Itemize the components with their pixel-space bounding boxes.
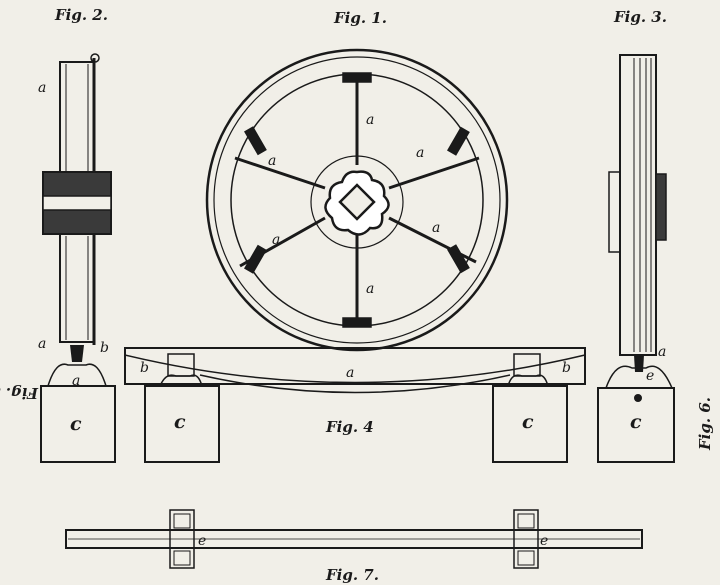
- fig7-plan-view: e e: [65, 509, 643, 569]
- fig1-wheel: a a a a a a: [205, 48, 509, 352]
- label-fig7-e-left: e: [198, 533, 206, 549]
- label-fig2-b: b: [100, 340, 109, 356]
- fig2-bracket: [46, 363, 108, 387]
- label-fig3-c: c: [630, 411, 642, 433]
- label-fig4-b-right: b: [562, 360, 571, 376]
- fig4-bar-assembly: b b a c c: [124, 347, 586, 463]
- label-fig4-b-left: b: [140, 360, 149, 376]
- caption-fig2: Fig. 2.: [54, 6, 108, 24]
- fig3-pivot: [634, 355, 644, 372]
- label-fig2-a-top: a: [38, 80, 46, 96]
- fig3-hatching: [633, 58, 652, 352]
- label-fig7-e-right: e: [540, 533, 548, 549]
- label-fig4-c-left: c: [174, 411, 186, 433]
- label-fig4-c-right: c: [522, 411, 534, 433]
- label-spoke-top: a: [366, 112, 374, 128]
- fig7-bar: [65, 529, 643, 549]
- fig4-curve-lower: [199, 374, 511, 394]
- label-fig3-a: a: [658, 344, 666, 360]
- label-fig4-a: a: [346, 365, 354, 381]
- label-fig2-c: c: [70, 413, 82, 435]
- square-axle-hole: [338, 183, 376, 221]
- fig3-block: [597, 387, 675, 463]
- fig7-left-clamp: [169, 509, 195, 569]
- fig2-pivot: [70, 345, 84, 362]
- fig2-block: [40, 385, 116, 463]
- fig4-bar: [124, 347, 586, 385]
- fig3-left-boss: [608, 171, 621, 253]
- label-spoke-bottom: a: [366, 281, 374, 297]
- caption-fig1: Fig. 1.: [333, 9, 387, 27]
- wheel-rim-inner-line: [213, 56, 501, 344]
- fig3-bracket: [604, 365, 674, 389]
- label-spoke-left: a: [268, 153, 276, 169]
- caption-fig5: Fig. 5.: [0, 384, 39, 402]
- wheel-spokes: [234, 76, 480, 324]
- fig7-right-clamp: [513, 509, 539, 569]
- fig2-bolt: [90, 53, 100, 63]
- caption-fig4: Fig. 4: [325, 418, 374, 436]
- hub-boss: [310, 155, 404, 249]
- fig3-pin: [634, 394, 642, 402]
- label-fig2-a-bottom: a: [38, 336, 46, 352]
- fig2-side-view: a a b a c: [38, 53, 116, 463]
- fig4-right-block: [492, 385, 568, 463]
- caption-fig7: Fig. 7.: [325, 566, 379, 584]
- fig2-lower-rim: [59, 233, 95, 343]
- fig4-curve-upper: [124, 354, 586, 384]
- fig3-edge-view: a e c: [597, 54, 675, 463]
- label-spoke-lower-right: a: [432, 220, 440, 236]
- caption-fig3: Fig. 3.: [613, 8, 667, 26]
- label-fig3-e: e: [646, 368, 654, 384]
- caption-fig6: Fig. 6.: [696, 397, 714, 451]
- fig2-axle-bore: [42, 195, 112, 211]
- wheel-outer-rim: [205, 48, 509, 352]
- fig3-right-boss: [655, 173, 667, 241]
- label-spoke-lower-left: a: [272, 232, 280, 248]
- label-fig2-pivot: a: [72, 373, 80, 389]
- label-spoke-right: a: [416, 145, 424, 161]
- fig4-left-block: [144, 385, 220, 463]
